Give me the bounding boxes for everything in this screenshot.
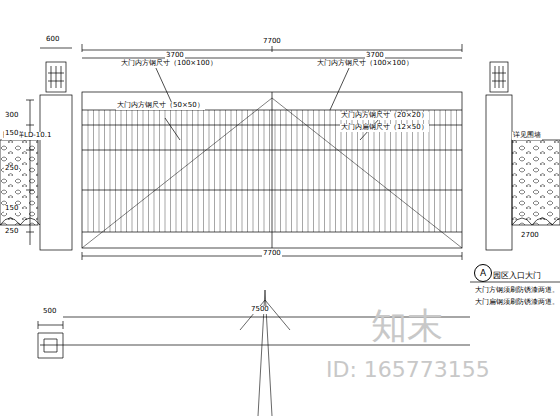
dimension-label: 500 [42,308,57,316]
dimension-label: 详见围墙 [512,132,542,140]
note-text: 大门扁钢须刷防锈漆两道。 [474,299,560,306]
dimension-label: 7500 [250,306,270,314]
note-text: 大门方钢须刷防锈漆两道。 [474,287,560,294]
callout-circle: A [474,264,492,282]
dimension-label: 大门内方钢尺寸（20×20） [340,112,429,120]
dimension-label: 大门内方钢尺寸（100×100） [316,60,414,68]
note-text: 园区入口大门 [492,272,542,281]
dimension-label: 2700 [520,232,540,240]
dimension-label: 大门内扁钢尺寸（12×50） [340,124,429,132]
dimension-label: 300 [4,112,19,120]
dimension-label: 3700 [165,52,185,60]
watermark: ID: 165773155 [325,358,491,382]
dimension-label: 250 [4,165,19,173]
dimension-label: 大门内方钢尺寸（100×100） [120,60,218,68]
dimension-label: 600 [45,36,60,44]
dimension-label: 150 [4,130,19,138]
callout-letter: A [480,268,486,278]
dimension-label: 3700 [365,52,385,60]
dimension-label: 250 [4,228,19,236]
dimension-label: 大门内方钢尺寸（50×50） [116,102,205,110]
dimension-label: 7700 [262,38,282,46]
watermark: 知末 [370,306,444,346]
dimension-label: 150 [4,205,19,213]
dimension-label: 7700 [262,250,282,258]
